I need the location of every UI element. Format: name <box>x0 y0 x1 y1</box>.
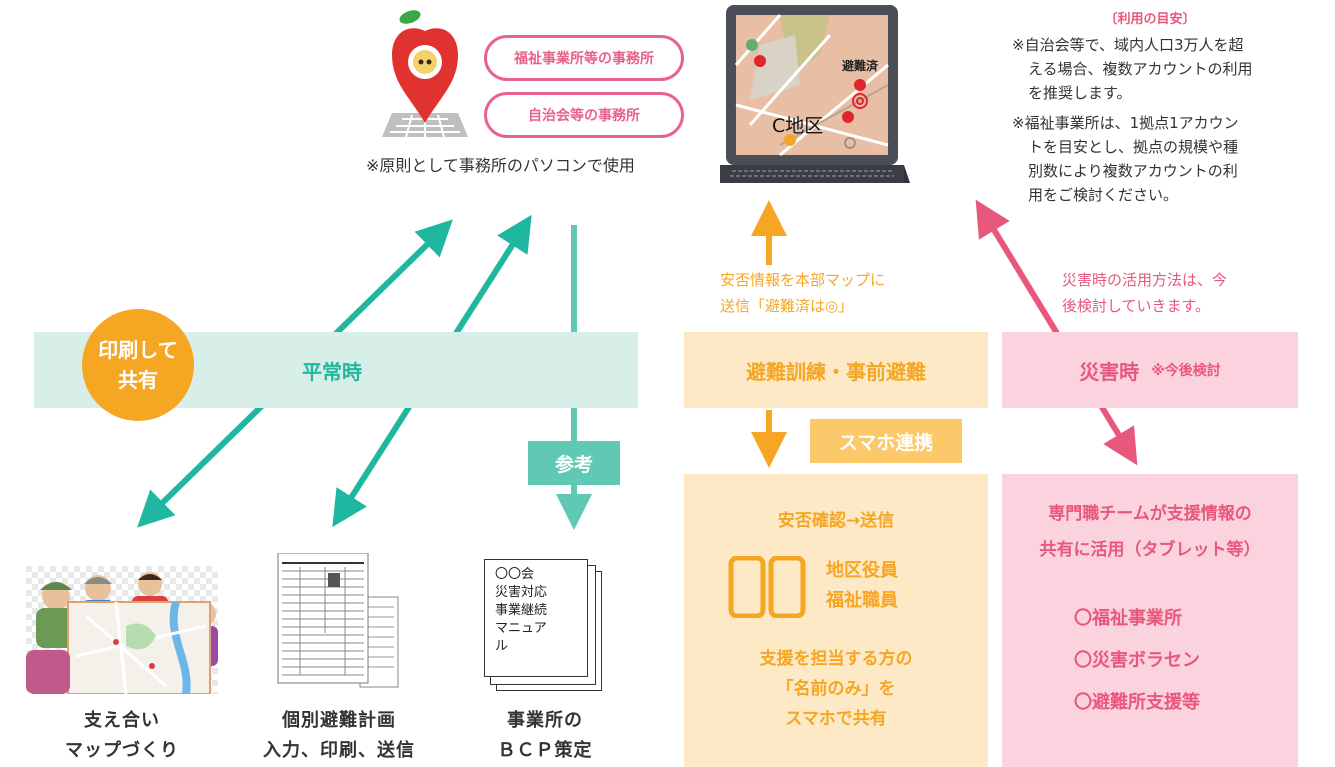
usage-note-1-line-3: を推奨します。 <box>1028 84 1132 102</box>
disaster-note-line-2: 後検討していきます。 <box>1062 297 1211 315</box>
usage-note-2-line-3: 別数により複数アカウントの利 <box>1028 162 1238 180</box>
usage-note-1-line-2: える場合、複数アカウントの利用 <box>1028 60 1253 78</box>
reference-label: 参考 <box>528 441 620 485</box>
share-line-3: スマホで共有 <box>785 709 887 729</box>
smartphone-icon <box>728 555 806 619</box>
team-item-welfare-office: 〇福祉事業所 <box>1074 608 1182 629</box>
role-district-officer: 地区役員 <box>826 560 898 581</box>
laptop-illustration: 避難済 C地区 <box>714 5 910 185</box>
bcp-doc-line-5: ル <box>495 639 509 654</box>
usage-note-1-line-1: ※自治会等で、域内人口3万人を超 <box>1012 36 1244 54</box>
welfare-office-pill: 福祉事業所等の事務所 <box>484 35 684 81</box>
usage-guide-title: 〔利用の目安〕 <box>1104 12 1196 27</box>
normal-time-label: 平常時 <box>302 359 362 384</box>
disaster-label: 災害時 <box>1079 359 1140 384</box>
map-making-caption: 支え合い マップづくり <box>60 706 184 766</box>
safety-confirmation-box: 安否確認→送信 地区役員 福祉職員 支援を担当する方の 「名前のみ」を スマホで… <box>684 474 988 767</box>
disaster-note: 災害時の活用方法は、今 後検討していきます。 <box>1062 267 1227 319</box>
disaster-note-line-1: 災害時の活用方法は、今 <box>1062 271 1228 289</box>
send-note-line-1: 安否情報を本部マップに <box>720 271 886 289</box>
forms-icon <box>277 552 399 688</box>
usage-note-2-line-4: 用をご検討ください。 <box>1028 186 1179 204</box>
send-note: 安否情報を本部マップに 送信「避難済は◎」 <box>720 267 885 319</box>
professional-team-box: 専門職チームが支援情報の 共有に活用（タブレット等） 〇福祉事業所 〇災害ボラセ… <box>1002 474 1298 767</box>
print-share-line-2: 共有 <box>118 368 158 392</box>
team-title-line-2: 共有に活用（タブレット等） <box>1039 540 1261 560</box>
map-making-illustration <box>26 566 218 695</box>
evac-plan-caption-line-1: 個別避難計画 <box>282 710 396 731</box>
bcp-caption-line-1: 事業所の <box>507 710 583 731</box>
evac-plan-caption: 個別避難計画 入力、印刷、送信 <box>244 706 434 766</box>
map-district-label: C地区 <box>772 115 824 137</box>
laptop-icon <box>714 5 910 183</box>
evac-plan-caption-line-2: 入力、印刷、送信 <box>263 740 415 761</box>
bcp-document-front: 〇〇会 災害対応 事業継続 マニュア ル <box>484 559 588 677</box>
neighborhood-office-pill: 自治会等の事務所 <box>484 92 684 138</box>
map-making-caption-line-2: マップづくり <box>65 740 179 761</box>
bcp-doc-line-3: 事業継続 <box>495 603 548 618</box>
team-item-disaster-volunteer-center: 〇災害ボラセン <box>1074 650 1200 671</box>
team-title-line-1: 専門職チームが支援情報の <box>1048 504 1252 524</box>
evac-plan-forms-illustration <box>270 552 400 693</box>
usage-guide: 〔利用の目安〕 ※自治会等で、域内人口3万人を超 える場合、複数アカウントの利用… <box>1012 8 1312 207</box>
usage-note-2-line-1: ※福祉事業所は、1拠点1アカウン <box>1012 114 1239 132</box>
safety-box-title: 安否確認→送信 <box>777 511 895 531</box>
disaster-band: 災害時 ※今後検討 <box>1002 332 1298 408</box>
map-making-caption-line-1: 支え合い <box>84 710 160 731</box>
bcp-doc-line-4: マニュア <box>495 621 547 636</box>
drill-band: 避難訓練・事前避難 <box>684 332 988 408</box>
smartphone-link-label: スマホ連携 <box>810 419 962 463</box>
role-welfare-staff: 福祉職員 <box>826 590 898 611</box>
share-line-2: 「名前のみ」を <box>776 679 896 699</box>
usage-note-2-line-2: トを目安とし、拠点の規模や種 <box>1028 138 1239 156</box>
bcp-caption: 事業所の ＢＣＰ策定 <box>480 706 610 766</box>
map-evacuated-label: 避難済 <box>842 59 879 73</box>
community-map-icon <box>26 566 218 695</box>
disaster-sublabel: ※今後検討 <box>1151 363 1221 379</box>
team-item-shelter-support: 〇避難所支援等 <box>1074 692 1200 713</box>
share-line-1: 支援を担当する方の <box>759 649 913 669</box>
drill-label: 避難訓練・事前避難 <box>746 359 926 384</box>
office-note: ※原則として事務所のパソコンで使用 <box>366 156 635 175</box>
print-share-circle: 印刷して 共有 <box>82 309 194 421</box>
bcp-document-stack: 〇〇会 災害対応 事業継続 マニュア ル <box>484 559 602 691</box>
print-share-line-1: 印刷して <box>98 338 178 362</box>
bcp-doc-line-1: 〇〇会 <box>495 567 535 582</box>
apple-pin-icon <box>382 10 468 138</box>
bcp-doc-line-2: 災害対応 <box>495 585 548 600</box>
send-note-line-2: 送信「避難済は◎」 <box>720 297 854 315</box>
bcp-caption-line-2: ＢＣＰ策定 <box>497 740 593 761</box>
